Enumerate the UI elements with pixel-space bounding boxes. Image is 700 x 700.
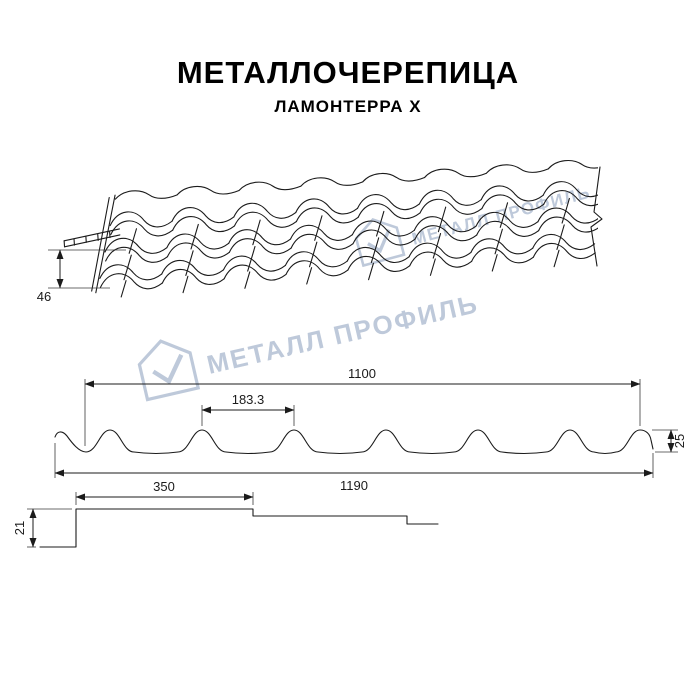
- dim-eave-height: 46: [37, 249, 126, 304]
- dim-label-1100: 1100: [348, 366, 376, 381]
- sheet-cut-break-line: [590, 166, 603, 267]
- dim-wave-step: 183.3: [201, 392, 295, 426]
- module-step-drawing: 350 21: [12, 479, 439, 548]
- dim-cover-width: 1100: [84, 366, 641, 446]
- tile-sheet: [63, 158, 617, 301]
- dim-label-46: 46: [37, 289, 51, 304]
- dim-module-length: 350: [75, 479, 254, 505]
- profile-curve: [54, 429, 654, 455]
- dim-label-183-3: 183.3: [232, 392, 265, 407]
- page-subtitle: ЛАМОНТЕРРА Х: [274, 97, 421, 116]
- dim-profile-height: 25: [652, 429, 687, 453]
- dim-label-25: 25: [672, 434, 687, 448]
- eaves-trim-strip: [63, 228, 121, 248]
- break-mask: [598, 140, 700, 300]
- page-title: МЕТАЛЛОЧЕРЕПИЦА: [177, 55, 519, 90]
- dim-overall-width: 1190: [54, 443, 654, 493]
- dim-label-21: 21: [12, 521, 27, 535]
- dim-label-350: 350: [153, 479, 175, 494]
- profile-cross-section-drawing: 1100 183.3 25 1190: [54, 366, 687, 493]
- sheet-left-edge-inner: [91, 197, 110, 292]
- dim-label-1190: 1190: [340, 478, 368, 493]
- step-profile-line: [39, 508, 439, 548]
- dim-step-height: 21: [12, 508, 72, 548]
- sheet-left-edge: [95, 194, 116, 294]
- roof-perspective-drawing: 46: [37, 140, 700, 304]
